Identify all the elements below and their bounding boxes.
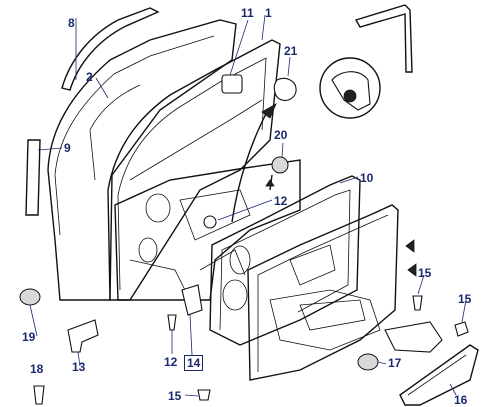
- callout-11: 11: [241, 6, 254, 20]
- clip-19: [19, 288, 41, 306]
- callout-1: 1: [265, 6, 272, 20]
- callout-8: 8: [68, 16, 75, 30]
- callout-13: 13: [72, 360, 86, 374]
- callout-20: 20: [274, 128, 288, 142]
- inner-door-panel: [114, 159, 301, 301]
- callout-12-upper: 12: [274, 194, 288, 208]
- grommet-12: [203, 215, 217, 229]
- plug-17: [357, 353, 379, 371]
- grommet-20: [271, 156, 289, 174]
- callout-2: 2: [86, 70, 93, 84]
- clip-part-11: [221, 74, 243, 94]
- callout-9: 9: [64, 141, 71, 155]
- division-bar: [25, 139, 41, 216]
- glass-run-seal: [354, 4, 413, 73]
- armrest: [384, 321, 443, 353]
- callout-15-lower: 15: [168, 389, 182, 403]
- callout-14: 14: [184, 355, 204, 371]
- callout-19: 19: [22, 330, 36, 344]
- fastener-12: [167, 314, 177, 331]
- screw-15c: [197, 389, 211, 401]
- callout-21: 21: [284, 44, 298, 58]
- callout-17: 17: [388, 356, 402, 370]
- screw-15a: [412, 295, 423, 311]
- door-pocket: [399, 344, 479, 406]
- callout-16: 16: [454, 393, 468, 407]
- door-outer-shell: [47, 19, 237, 301]
- bracket-14: [181, 284, 203, 316]
- callout-15-right: 15: [458, 292, 472, 306]
- bolt-18: [33, 385, 45, 405]
- callout-18: 18: [30, 362, 44, 376]
- callout-15-upper: 15: [418, 266, 432, 280]
- callout-10: 10: [360, 171, 374, 185]
- trim-panel-inner: [247, 204, 399, 381]
- window-channel: [61, 7, 160, 91]
- callout-12-lower: 12: [164, 355, 178, 369]
- hinge-13: [67, 319, 99, 353]
- door-frame: [107, 39, 281, 301]
- seal-detail-circle: [319, 57, 381, 119]
- screw-15b: [454, 321, 469, 337]
- grommet-21: [273, 77, 297, 101]
